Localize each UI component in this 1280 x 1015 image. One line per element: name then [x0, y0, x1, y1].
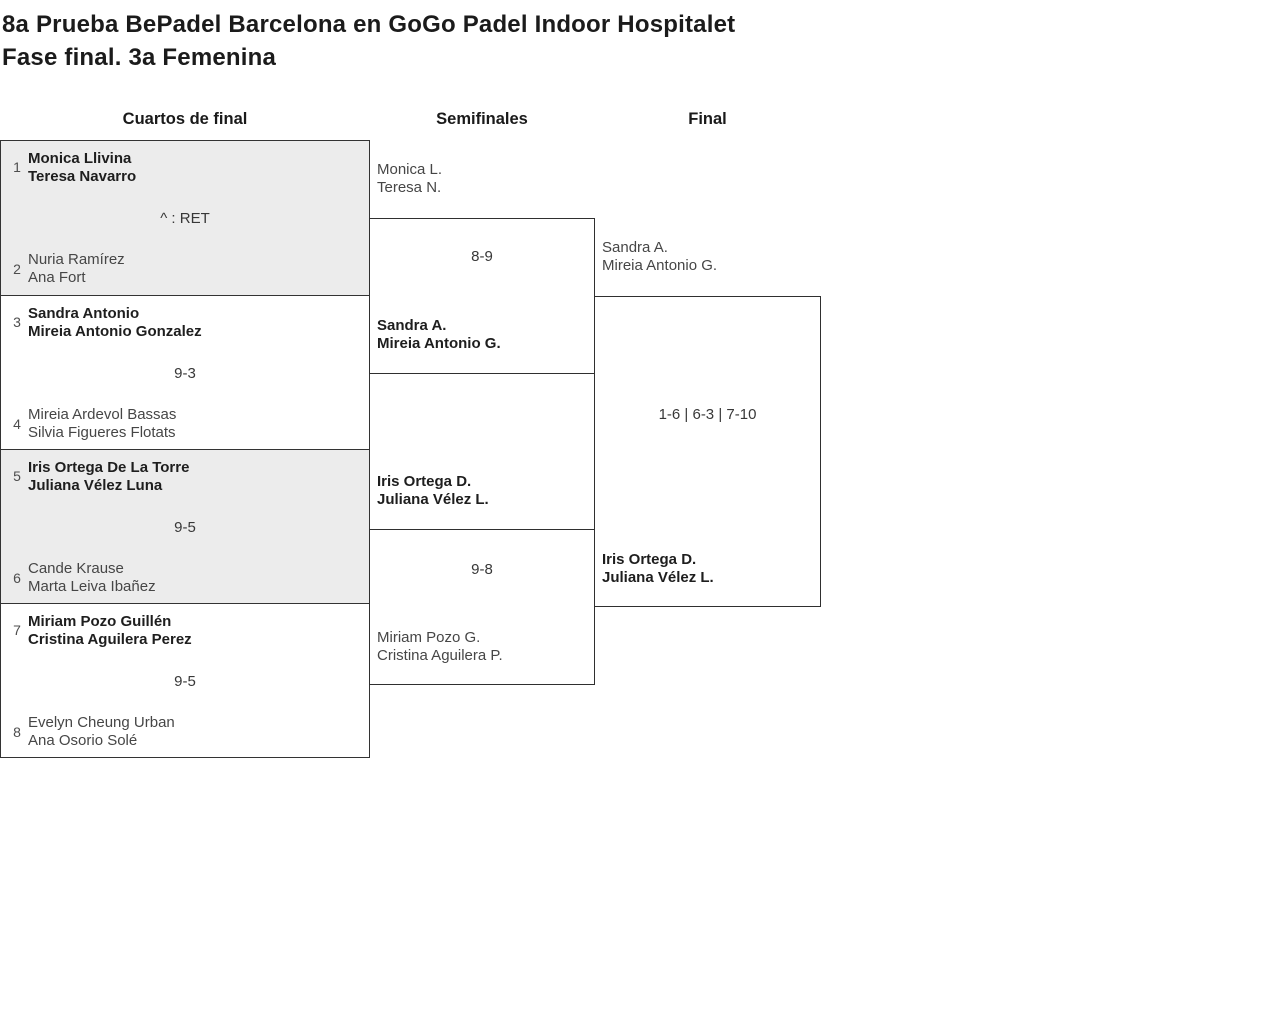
player-name: Juliana Vélez L. [377, 491, 489, 508]
player-name: Sandra A. [602, 239, 668, 256]
player-name: Ana Fort [28, 269, 86, 286]
player-name: Mireia Ardevol Bassas [28, 406, 177, 423]
player-name: Iris Ortega D. [602, 551, 697, 568]
seed-number: 4 [13, 416, 21, 432]
seed-number: 1 [13, 159, 21, 175]
player-name: Juliana Vélez L. [602, 569, 714, 586]
seed-number: 6 [13, 570, 21, 586]
seed-number: 3 [13, 314, 21, 330]
player-name: Monica L. [377, 161, 443, 178]
page-title: 8a Prueba BePadel Barcelona en GoGo Pade… [2, 8, 735, 74]
player-name: Sandra A. [377, 317, 447, 334]
team-iris-juliana-champion: Iris Ortega D. Juliana Vélez L. [602, 551, 714, 587]
team-mireia-ardevol-silvia-figueres: Mireia Ardevol Bassas Silvia Figueres Fl… [28, 406, 176, 442]
player-name: Cande Krause [28, 560, 124, 577]
player-name: Mireia Antonio G. [602, 257, 718, 274]
player-name: Juliana Vélez Luna [28, 477, 163, 494]
team-iris-juliana-sf: Iris Ortega D. Juliana Vélez L. [377, 473, 489, 509]
page-title-line1: 8a Prueba BePadel Barcelona en GoGo Pade… [2, 11, 736, 38]
round-header-quarterfinals: Cuartos de final [122, 110, 248, 128]
player-name: Miriam Pozo G. [377, 629, 481, 646]
page-title-line2: Fase final. 3a Femenina [2, 44, 277, 71]
team-sandra-mireia-final: Sandra A. Mireia Antonio G. [602, 239, 717, 275]
match-quarterfinal-4: 7 Miriam Pozo Guillén Cristina Aguilera … [1, 603, 369, 757]
match-quarterfinal-2: 3 Sandra Antonio Mireia Antonio Gonzalez… [1, 295, 369, 449]
player-name: Mireia Antonio Gonzalez [28, 323, 202, 340]
player-name: Sandra Antonio [28, 305, 140, 322]
team-miriam-pozo-cristina-aguilera: Miriam Pozo Guillén Cristina Aguilera Pe… [28, 613, 192, 649]
team-miriam-cristina-sf: Miriam Pozo G. Cristina Aguilera P. [377, 629, 503, 665]
player-name: Evelyn Cheung Urban [28, 714, 175, 731]
seed-number: 2 [13, 261, 21, 277]
player-name: Ana Osorio Solé [28, 732, 138, 749]
seed-number: 8 [13, 724, 21, 740]
player-name: Cristina Aguilera Perez [28, 631, 192, 648]
team-iris-ortega-juliana-velez: Iris Ortega De La Torre Juliana Vélez Lu… [28, 459, 189, 495]
team-cande-krause-marta-leiva: Cande Krause Marta Leiva Ibañez [28, 560, 156, 596]
match-score: ^ : RET [160, 210, 210, 227]
player-name: Teresa N. [377, 179, 442, 196]
team-nuria-ramirez-ana-fort: Nuria Ramírez Ana Fort [28, 251, 125, 287]
match-quarterfinal-3: 5 Iris Ortega De La Torre Juliana Vélez … [1, 449, 369, 603]
round-header-final: Final [688, 110, 727, 128]
player-name: Teresa Navarro [28, 168, 137, 185]
seed-number: 5 [13, 468, 21, 484]
player-name: Silvia Figueres Flotats [28, 424, 176, 441]
player-name: Cristina Aguilera P. [377, 647, 503, 664]
seed-number: 7 [13, 622, 21, 638]
quarterfinals-column: 1 Monica Llivina Teresa Navarro ^ : RET … [0, 140, 370, 758]
match-quarterfinal-1: 1 Monica Llivina Teresa Navarro ^ : RET … [1, 141, 369, 295]
team-monica-llivina-teresa-navarro: Monica Llivina Teresa Navarro [28, 150, 136, 186]
player-name: Iris Ortega D. [377, 473, 472, 490]
match-score: 9-5 [174, 673, 196, 690]
match-score: 8-9 [471, 248, 493, 265]
match-box-semifinal-2 [369, 529, 595, 685]
player-name: Miriam Pozo Guillén [28, 613, 172, 630]
match-score: 9-5 [174, 519, 196, 536]
round-header-semifinals: Semifinales [436, 110, 528, 128]
match-box-final [594, 296, 821, 607]
player-name: Nuria Ramírez [28, 251, 125, 268]
player-name: Monica Llivina [28, 150, 132, 167]
player-name: Iris Ortega De La Torre [28, 459, 190, 476]
player-name: Marta Leiva Ibañez [28, 578, 156, 595]
match-score: 9-8 [471, 561, 493, 578]
team-sandra-antonio-mireia-antonio: Sandra Antonio Mireia Antonio Gonzalez [28, 305, 202, 341]
match-score: 9-3 [174, 365, 196, 382]
team-evelyn-cheung-ana-osorio: Evelyn Cheung Urban Ana Osorio Solé [28, 714, 175, 750]
player-name: Mireia Antonio G. [377, 335, 501, 352]
match-score: 1-6 | 6-3 | 7-10 [658, 406, 757, 423]
team-sandra-mireia-sf: Sandra A. Mireia Antonio G. [377, 317, 501, 353]
team-monica-teresa-sf: Monica L. Teresa N. [377, 161, 442, 197]
